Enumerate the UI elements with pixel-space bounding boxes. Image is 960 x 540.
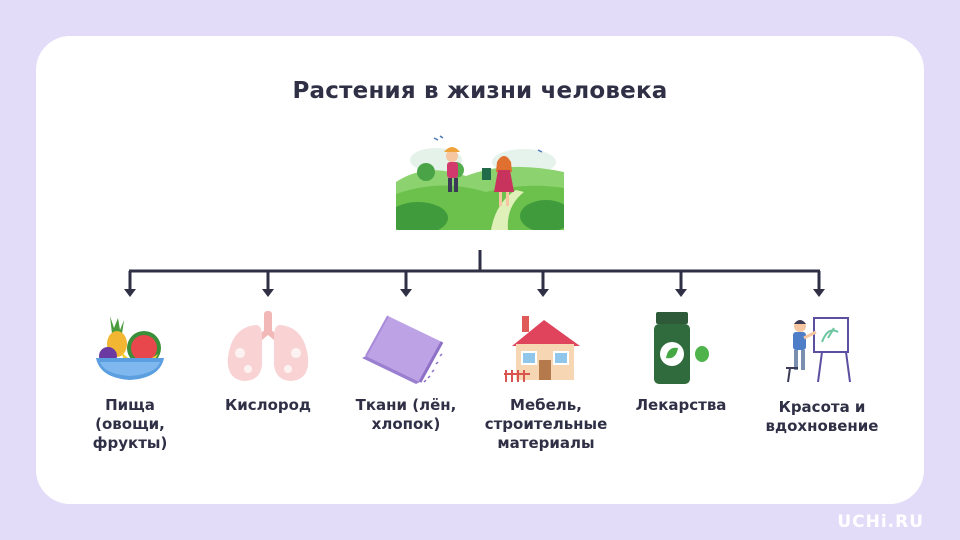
lungs-icon	[227, 311, 309, 381]
label-food: Пища (овощи, фрукты)	[92, 396, 168, 452]
medicine-bottle-icon	[654, 312, 709, 384]
label-fabrics: Ткани (лён, хлопок)	[355, 396, 457, 433]
children-meadow-illustration	[396, 132, 564, 230]
house-icon	[504, 316, 580, 382]
artist-easel-icon	[786, 317, 851, 383]
diagram-title: Растения в жизни человека	[292, 78, 668, 104]
fruit-bowl-icon	[96, 316, 164, 380]
fabric-roll-icon	[362, 315, 444, 384]
brand-logo: UCHi.RU	[837, 512, 924, 532]
label-beauty: Красота и вдохновение	[765, 398, 879, 435]
label-medicine: Лекарства	[635, 396, 727, 414]
label-furniture: Мебель, строительные материалы	[484, 396, 608, 452]
label-oxygen: Кислород	[224, 396, 312, 414]
